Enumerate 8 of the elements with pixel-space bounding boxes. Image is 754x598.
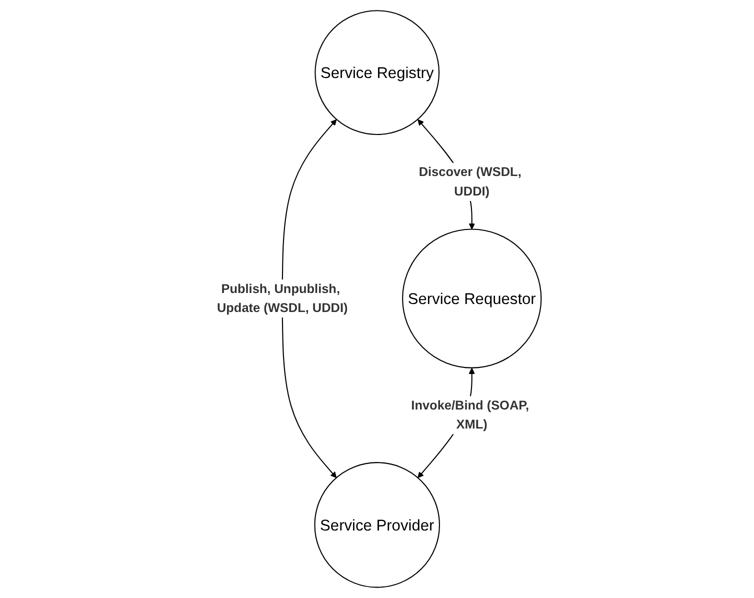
edge-label: Discover (WSDL, UDDI) (418, 164, 522, 198)
diagram: Discover (WSDL, UDDI) Publish, Unpublish, Update (WSDL, UDDI) Invoke/Bind (SOAP, XML) Service Registry Service Requestor Service Provider (206, 5, 548, 593)
node-circle (402, 228, 542, 368)
node-circle (314, 10, 440, 136)
edge-label: Invoke/Bind (SOAP, XML) (411, 398, 529, 432)
edge-label: Publish, Unpublish, Update (WSDL, UDDI) (216, 282, 348, 315)
node-circle (314, 462, 440, 588)
arrow (282, 119, 337, 478)
